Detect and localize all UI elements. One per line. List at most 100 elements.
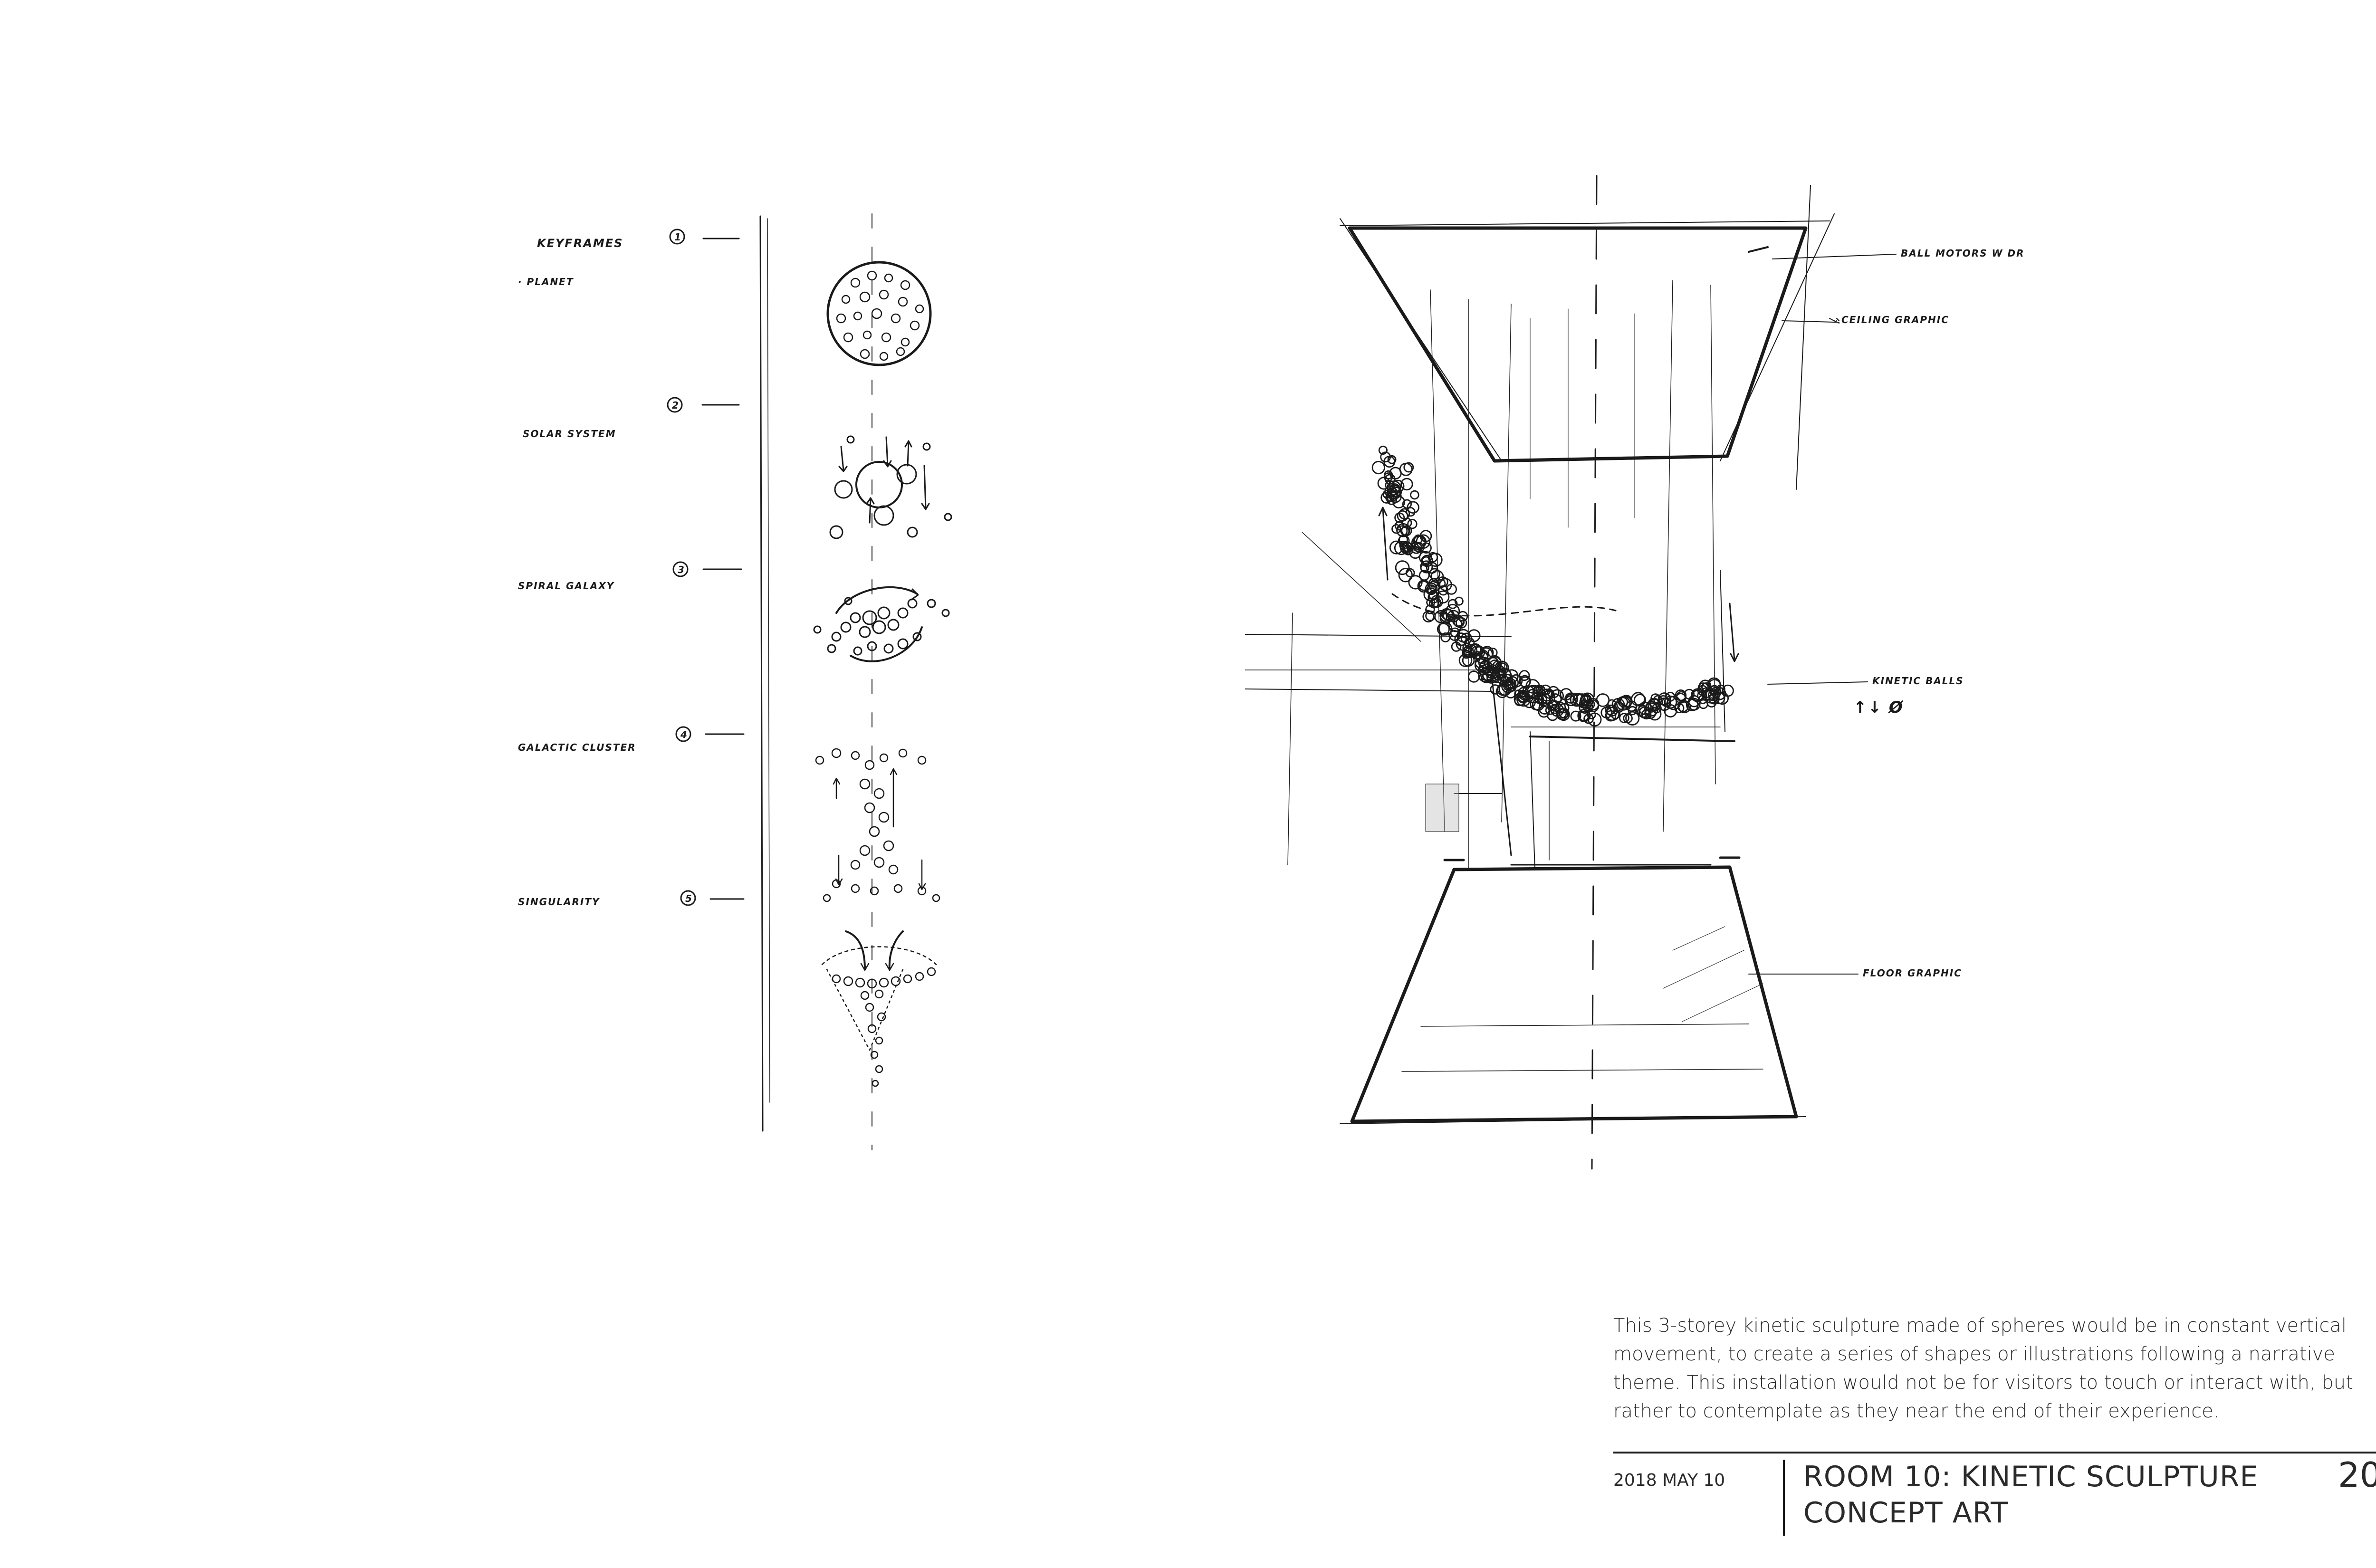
kinetic-ball (1371, 460, 1385, 475)
footer-divider (1783, 1460, 1785, 1536)
kinetic-ball (1488, 660, 1502, 672)
keyframe-number-2: 2 (667, 397, 683, 413)
kinetic-ball (1547, 686, 1560, 698)
kinetic-ball (1674, 703, 1685, 714)
kinetic-ball (1722, 684, 1734, 697)
kinetic-ball (1575, 693, 1589, 707)
kinetic-ball (1478, 657, 1490, 669)
kinetic-ball (1418, 570, 1430, 581)
keyframe-number-5: 5 (680, 890, 696, 906)
kinetic-ball (1392, 496, 1406, 509)
kinetic-ball (1623, 713, 1633, 723)
kinetic-ball (1664, 695, 1677, 709)
kinetic-ball (1428, 591, 1440, 603)
kinetic-ball (1428, 568, 1440, 580)
kinetic-ball (1516, 689, 1530, 704)
kinetic-ball (1501, 674, 1514, 687)
kinetic-ball (1579, 711, 1590, 722)
kinetic-ball (1698, 699, 1708, 709)
keyframe-ticks (701, 238, 745, 900)
ball-motors-label: BALL MOTORS W DRIVERS (1901, 248, 2024, 259)
kinetic-ball (1559, 703, 1570, 714)
timeline-line (759, 215, 764, 1132)
svg-text:5: 5 (685, 893, 693, 904)
kinetic-ball (1619, 713, 1629, 723)
mid-structure (1245, 532, 1735, 870)
kinetic-balls-label: KINETIC BALLS (1872, 675, 1964, 687)
kinetic-ball (1407, 519, 1418, 529)
kinetic-ball (1462, 642, 1473, 653)
keyframe-label-5: SINGULARITY (518, 896, 600, 908)
kinetic-ball (1449, 630, 1460, 641)
kinetic-ball (1462, 646, 1474, 658)
kinetic-ball (1385, 480, 1395, 490)
floor-graphic-drawing (1340, 856, 1806, 1124)
kinetic-ball (1425, 582, 1438, 595)
keyframes-heading: KEYFRAMES (537, 237, 623, 250)
kinetic-ball (1616, 696, 1631, 711)
kinetic-ball (1398, 568, 1413, 583)
kinetic-ball (1421, 556, 1431, 566)
singularity-frame (821, 930, 937, 1087)
keyframe-label-1: · PLANET (518, 276, 574, 287)
kinetic-ball (1430, 570, 1444, 583)
kinetic-ball (1492, 668, 1504, 680)
kinetic-ball (1540, 688, 1553, 702)
kinetic-ball (1613, 701, 1625, 713)
kinetic-ball (1455, 617, 1467, 629)
svg-text:2: 2 (672, 400, 680, 411)
solar-system-frame (829, 435, 952, 539)
kinetic-ball (1400, 543, 1411, 554)
kinetic-ball (1387, 455, 1397, 464)
kinetic-ball (1657, 692, 1671, 706)
kinetic-ball (1570, 710, 1581, 722)
kinetic-balls-drawing (1371, 445, 1734, 727)
annotation-leaders (1748, 254, 1897, 975)
kinetic-ball (1394, 541, 1408, 555)
kinetic-ball (1399, 462, 1413, 476)
kinetic-ball (1637, 705, 1650, 718)
sculpture-axis (1591, 175, 1598, 1170)
motion-arrows (1378, 507, 1739, 662)
svg-text:3: 3 (678, 564, 685, 575)
kinetic-ball (1380, 491, 1393, 504)
kinetic-ball (1413, 534, 1423, 544)
footer-rule (1613, 1452, 2376, 1453)
kinetic-ball (1426, 598, 1436, 607)
kinetic-ball (1482, 663, 1492, 673)
kinetic-ball (1420, 560, 1433, 574)
kinetic-ball (1400, 478, 1413, 491)
kinetic-ball (1707, 679, 1722, 693)
kinetic-ball (1490, 684, 1500, 695)
keyframe-label-2: SOLAR SYSTEM (523, 428, 616, 440)
kinetic-ball (1582, 701, 1593, 712)
kinetic-ball (1600, 707, 1613, 719)
kinetic-ball (1458, 653, 1473, 667)
kinetic-ball (1495, 685, 1509, 698)
kinetic-ball (1625, 711, 1640, 726)
kinetic-ball (1487, 648, 1498, 658)
kinetic-ball (1396, 525, 1408, 537)
ceiling-graphic-label: CEILING GRAPHIC (1841, 314, 1949, 325)
kinetic-ball (1389, 540, 1404, 555)
ceiling-graphic-drawing (1340, 185, 1835, 870)
kinetic-ball (1503, 680, 1514, 691)
page-number: 20 (2338, 1455, 2376, 1495)
kinetic-ball (1505, 688, 1516, 699)
kinetic-ball (1687, 698, 1701, 711)
kinetic-ball (1383, 456, 1396, 468)
kinetic-ball (1479, 660, 1493, 674)
kinetic-ball (1675, 693, 1686, 704)
kinetic-ball (1580, 694, 1591, 706)
kinetic-ball (1406, 507, 1416, 517)
kinetic-ball (1418, 580, 1429, 591)
kinetic-ball (1403, 462, 1414, 473)
kinetic-ball (1560, 688, 1572, 701)
kinetic-ball (1438, 621, 1452, 636)
footer-title-line-1: ROOM 10: KINETIC SCULPTURE (1803, 1460, 2259, 1493)
kinetic-ball (1519, 670, 1530, 681)
svg-text:4: 4 (680, 729, 688, 740)
kinetic-ball (1477, 668, 1493, 683)
svg-text:1: 1 (674, 231, 682, 243)
kinetic-ball (1428, 553, 1443, 567)
